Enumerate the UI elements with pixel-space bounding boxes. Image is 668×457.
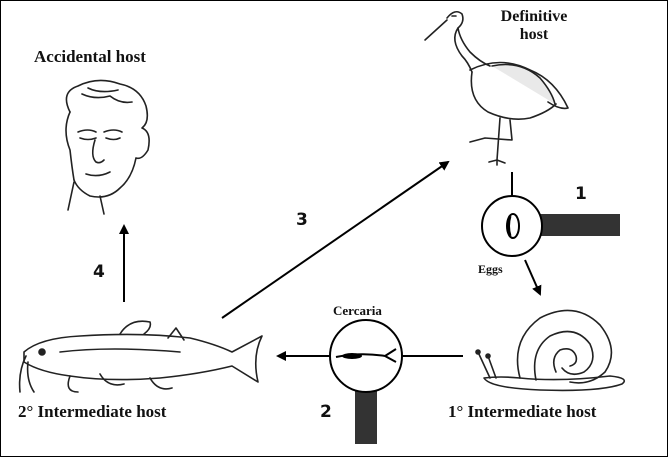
definitive-host-line2: host [488, 26, 580, 44]
cercaria-label: Cercaria [333, 304, 382, 318]
first-intermediate-host-label: 1° Intermediate host [448, 403, 596, 422]
arrow-eggs-to-snail [525, 260, 540, 294]
step-1-label: 1 [575, 184, 587, 204]
human-head-icon [66, 80, 149, 214]
step-4-label: 4 [93, 262, 105, 282]
eggs-label: Eggs [478, 263, 503, 276]
snail-icon [476, 310, 624, 390]
accidental-host-label: Accidental host [34, 48, 146, 67]
egg-magnifier-icon [482, 172, 620, 256]
arrow-fish-to-stork [222, 162, 448, 318]
definitive-host-label: Definitive host [488, 8, 580, 43]
step-2-label: 2 [320, 402, 332, 422]
definitive-host-line1: Definitive [488, 8, 580, 26]
cercaria-magnifier-icon [330, 320, 463, 444]
second-intermediate-host-label: 2° Intermediate host [18, 403, 166, 422]
catfish-icon [20, 321, 262, 392]
step-3-label: 3 [296, 210, 308, 230]
